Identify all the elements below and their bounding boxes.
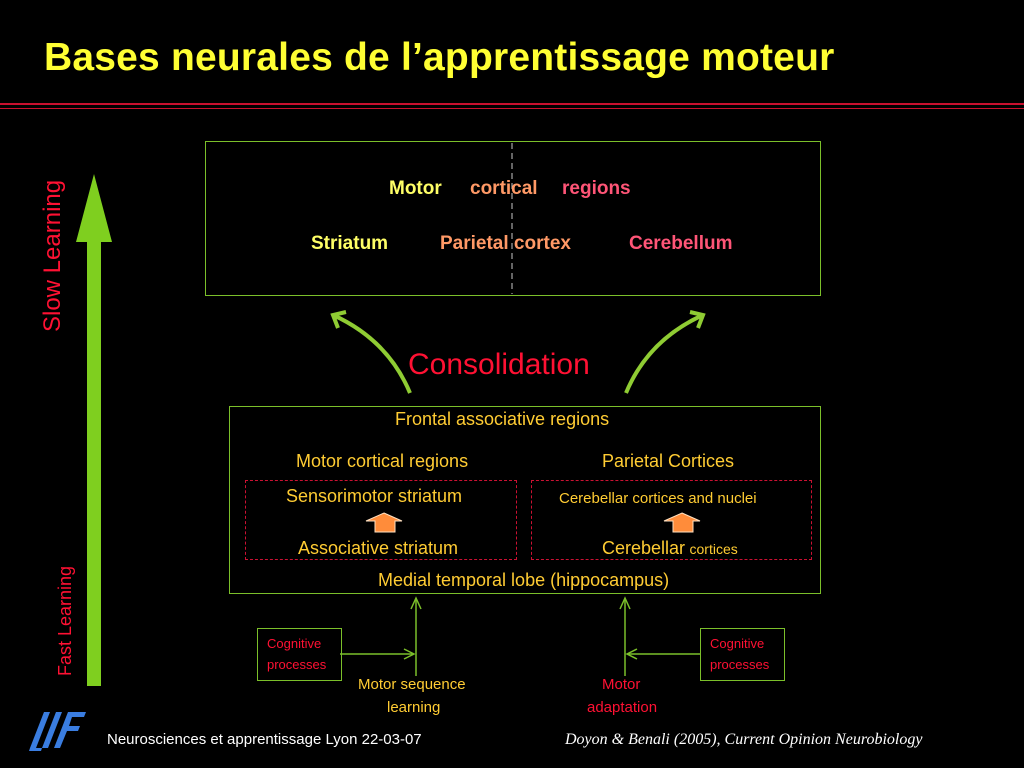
cerebellar-box bbox=[531, 480, 812, 560]
adaptation-line2: adaptation bbox=[587, 699, 658, 716]
cognitive-left-line1: Cognitive bbox=[267, 636, 322, 651]
top-striatum-label: Striatum bbox=[311, 233, 389, 254]
motor-cortical-label: Motor cortical regions bbox=[296, 451, 469, 471]
consolidation-arrowhead-left bbox=[330, 310, 347, 329]
consolidation-label: Consolidation bbox=[408, 348, 590, 381]
sequence-line2: learning bbox=[387, 699, 441, 716]
top-regions-box bbox=[205, 141, 821, 296]
footer-citation: Doyon & Benali (2005), Current Opinion N… bbox=[565, 731, 923, 748]
cerebellar-cortices-label: Cerebellar cortices bbox=[602, 538, 738, 559]
cerebellar-nuclei-label: Cerebellar cortices and nuclei bbox=[559, 490, 757, 507]
cognitive-right-line2: processes bbox=[710, 657, 770, 672]
top-motor-label: Motor bbox=[389, 178, 442, 199]
slide-title: Bases neurales de l’apprentissage moteur bbox=[44, 36, 835, 79]
lif-logo bbox=[29, 712, 86, 751]
parietal-cortices-label: Parietal Cortices bbox=[602, 451, 735, 471]
consolidation-arrow-right bbox=[624, 313, 704, 394]
top-cerebellum-label: Cerebellum bbox=[629, 233, 733, 254]
striatum-box bbox=[245, 480, 517, 560]
cognitive-box-left bbox=[257, 628, 342, 681]
cognitive-box-right bbox=[700, 628, 785, 681]
up-arrow-right bbox=[663, 512, 701, 533]
learning-axis-arrowhead bbox=[76, 174, 112, 242]
title-rule-thin bbox=[0, 108, 1024, 109]
sequence-line1: Motor sequence bbox=[358, 676, 466, 693]
consolidation-arrowhead-right bbox=[689, 310, 706, 329]
up-arrow-left bbox=[365, 512, 403, 533]
adaptation-line1: Motor bbox=[602, 676, 641, 693]
medial-temporal-label: Medial temporal lobe (hippocampus) bbox=[378, 570, 670, 590]
cognitive-right-line1: Cognitive bbox=[710, 636, 765, 651]
frontal-label: Frontal associative regions bbox=[395, 409, 610, 429]
cognitive-left-line2: processes bbox=[267, 657, 327, 672]
top-parietal-label: Parietal cortex bbox=[440, 233, 571, 254]
bottom-regions-box bbox=[229, 406, 821, 594]
footer-left: Neurosciences et apprentissage Lyon 22-0… bbox=[107, 731, 422, 748]
consolidation-arrow-left bbox=[332, 313, 412, 394]
cerebellar-word: Cerebellar bbox=[602, 538, 686, 558]
cortices-word: cortices bbox=[689, 541, 738, 557]
top-regions-label: regions bbox=[562, 178, 631, 199]
title-rule bbox=[0, 103, 1024, 105]
top-cortical-label: cortical bbox=[470, 178, 538, 199]
learning-axis-shaft bbox=[87, 240, 101, 686]
slow-learning-label: Slow Learning bbox=[39, 179, 66, 332]
associative-striatum-label: Associative striatum bbox=[298, 538, 459, 558]
sensorimotor-striatum-label: Sensorimotor striatum bbox=[286, 486, 463, 506]
fast-learning-label: Fast Learning bbox=[55, 565, 75, 676]
